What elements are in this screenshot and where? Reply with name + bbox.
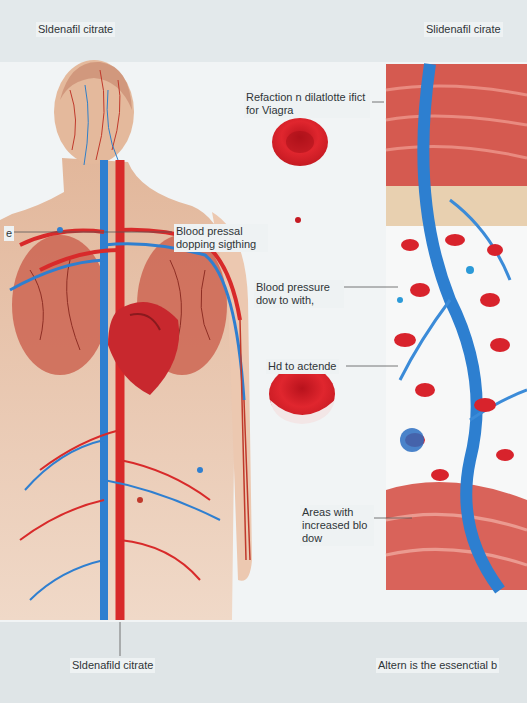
label-text: Refaction n dilatlotte ifict for Viagra — [244, 90, 370, 118]
label-text: Blood pressure dow to with, — [254, 280, 344, 308]
label-text: Blood pressal dopping sigthing — [174, 224, 268, 252]
label-text: e — [4, 226, 14, 241]
label-text: Areas with increased blo dow — [300, 505, 374, 546]
leader-line — [6, 102, 412, 656]
label-text: Slidenafil cirate — [424, 22, 503, 37]
bottom-band — [0, 622, 527, 703]
label-text: Altern is the essenctial b — [376, 658, 499, 673]
label-text: Sldenafild citrate — [70, 658, 155, 673]
label-text: Sldenafil citrate — [36, 22, 115, 37]
label-text: Hd to actende — [266, 359, 339, 374]
vessel-closeup — [386, 64, 527, 590]
human-figure — [0, 60, 252, 620]
red-blood-cell — [269, 118, 335, 424]
